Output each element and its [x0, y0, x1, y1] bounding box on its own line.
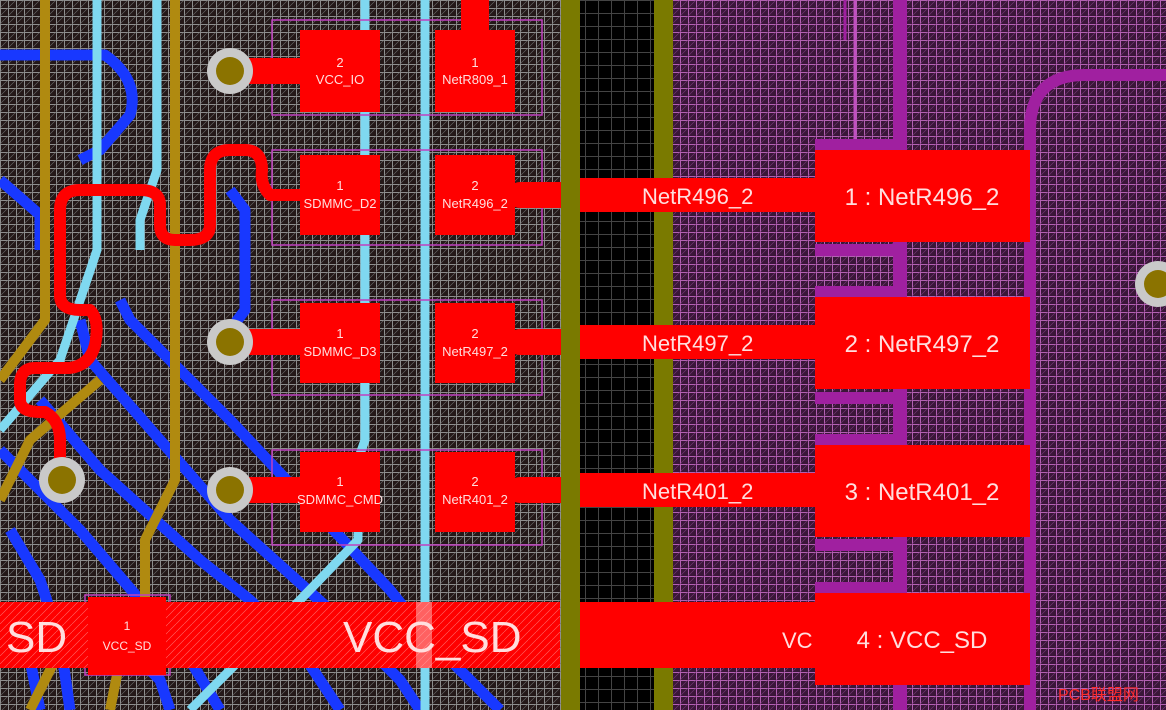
pad-sdmmc-d3-net: SDMMC_D3 [304, 344, 377, 359]
pad-vcc-sd-small[interactable]: 1 VCC_SD [88, 597, 166, 675]
via[interactable] [207, 467, 253, 513]
connector-pad-3-label: 3 : NetR401_2 [845, 479, 1000, 506]
connector-pad-2[interactable]: 2 : NetR497_2 [815, 297, 1030, 389]
trace-net-r401[interactable] [580, 473, 820, 507]
pad-net-r401[interactable]: 2 NetR401_2 [435, 452, 515, 532]
trace-label-vcc-sd: VCC_SD [343, 613, 522, 662]
connector-pad-1[interactable]: 1 : NetR496_2 [815, 150, 1030, 242]
pad-sdmmc-cmd-pin: 1 [336, 474, 343, 489]
pad-vcc-sd-pin: 1 [124, 619, 131, 633]
pad-net-r497-net: NetR497_2 [442, 344, 508, 359]
pad-net-r496-pin: 2 [471, 178, 478, 193]
via[interactable] [39, 457, 85, 503]
trace-vcc-sd-right[interactable] [580, 602, 820, 668]
via[interactable] [207, 319, 253, 365]
pad-vcc-io-pin: 2 [336, 55, 343, 70]
trace-net-r496[interactable] [580, 178, 820, 212]
resistor-pads: 2 VCC_IO 1 NetR809_1 1 SDMMC_D2 2 NetR49… [88, 30, 515, 675]
trace-label-vcc-sd-right: VC [782, 628, 813, 653]
pad-sdmmc-cmd-net: SDMMC_CMD [297, 492, 383, 507]
pad-net-r809[interactable]: 1 NetR809_1 [435, 30, 515, 112]
pad-net-r496-net: NetR496_2 [442, 196, 508, 211]
pad-sdmmc-d3-pin: 1 [336, 326, 343, 341]
pad-net-r401-net: NetR401_2 [442, 492, 508, 507]
connector-pads: 1 : NetR496_2 2 : NetR497_2 3 : NetR401_… [815, 150, 1030, 685]
trace-label-r497: NetR497_2 [642, 331, 753, 356]
trace-label-vcc-sd-left: SD [6, 613, 67, 662]
via[interactable] [1135, 261, 1166, 307]
pad-sdmmc-d2[interactable]: 1 SDMMC_D2 [300, 155, 380, 235]
pad-vcc-io-net: VCC_IO [316, 72, 364, 87]
connector-pad-4[interactable]: 4 : VCC_SD [815, 593, 1030, 685]
pad-net-r809-net: NetR809_1 [442, 72, 508, 87]
pad-sdmmc-d2-pin: 1 [336, 178, 343, 193]
trace-labels: NetR496_2 NetR497_2 NetR401_2 VCC_SD SD … [6, 184, 813, 662]
connector-pad-1-label: 1 : NetR496_2 [845, 184, 1000, 211]
pad-sdmmc-d2-net: SDMMC_D2 [304, 196, 377, 211]
pad-sdmmc-cmd[interactable]: 1 SDMMC_CMD [297, 452, 383, 532]
vias [39, 48, 1166, 513]
connector-pad-2-label: 2 : NetR497_2 [845, 331, 1000, 358]
olive-rail-left [561, 0, 580, 710]
via[interactable] [207, 48, 253, 94]
pad-net-r496[interactable]: 2 NetR496_2 [435, 155, 515, 235]
connector-pad-3[interactable]: 3 : NetR401_2 [815, 445, 1030, 537]
pad-net-r401-pin: 2 [471, 474, 478, 489]
pad-net-r809-pin: 1 [471, 55, 478, 70]
connector-pad-4-label: 4 : VCC_SD [857, 627, 988, 654]
trace-label-r401: NetR401_2 [642, 479, 753, 504]
cyan-crossing-overlay [416, 602, 432, 668]
pad-net-r497-pin: 2 [471, 326, 478, 341]
pad-vcc-io[interactable]: 2 VCC_IO [300, 30, 380, 112]
pad-net-r497[interactable]: 2 NetR497_2 [435, 303, 515, 383]
trace-net-r497[interactable] [580, 325, 820, 359]
pad-sdmmc-d3[interactable]: 1 SDMMC_D3 [300, 303, 380, 383]
trace-label-r496: NetR496_2 [642, 184, 753, 209]
pad-vcc-sd-net: VCC_SD [103, 639, 152, 653]
watermark: PCB联盟网 [1058, 686, 1139, 704]
